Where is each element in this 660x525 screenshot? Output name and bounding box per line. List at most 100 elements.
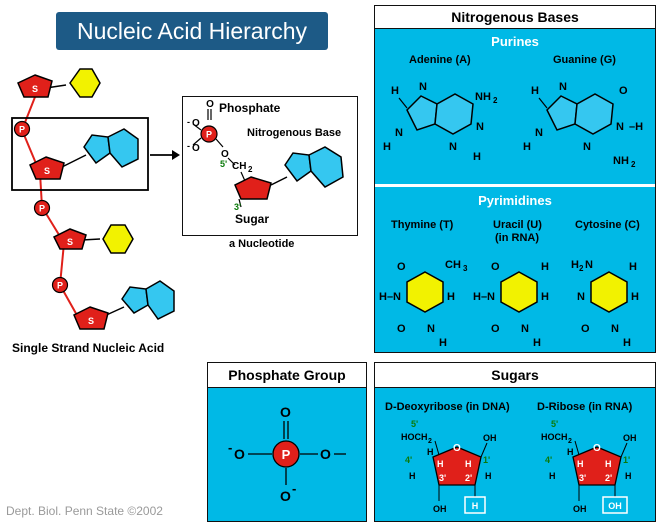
credit-text: Dept. Biol. Penn State ©2002	[6, 504, 163, 518]
single-strand-diagram: S P S P S P S	[11, 68, 175, 330]
svg-text:5': 5'	[220, 159, 227, 169]
svg-text:3': 3'	[439, 473, 446, 483]
svg-text:O: O	[280, 404, 291, 420]
svg-text:5': 5'	[551, 419, 558, 429]
svg-text:N: N	[395, 127, 403, 139]
svg-text:4': 4'	[545, 455, 552, 465]
nucleotide-detail-box: O - O - O O P CH 2 5' 3' Phosphate Nitro…	[182, 96, 358, 236]
svg-text:2: 2	[579, 264, 584, 273]
svg-text:H: H	[549, 471, 556, 481]
thymine-structure: O CH 3 H–N H O N H	[379, 259, 468, 349]
svg-text:N: N	[427, 323, 435, 335]
svg-text:O: O	[221, 149, 229, 160]
svg-text:N: N	[521, 323, 529, 335]
svg-text:-: -	[187, 117, 190, 127]
svg-text:-: -	[228, 440, 232, 455]
thymine-label: Thymine (T)	[391, 219, 454, 231]
svg-text:O: O	[453, 443, 461, 454]
rna-2prime-box	[602, 496, 628, 514]
svg-text:–H: –H	[629, 121, 643, 133]
strand-phosphate-2: P	[33, 199, 51, 217]
svg-text:P: P	[57, 281, 63, 291]
svg-text:O: O	[397, 323, 406, 335]
svg-text:N: N	[419, 81, 427, 93]
svg-text:O: O	[320, 446, 331, 462]
svg-text:H–N: H–N	[473, 291, 495, 303]
strand-nucleotide-2: S	[29, 128, 139, 180]
strand-nucleotide-4: S	[73, 280, 175, 330]
sugars-header: Sugars	[375, 363, 655, 388]
svg-text:H: H	[623, 337, 631, 349]
svg-text:H: H	[571, 259, 579, 271]
svg-text:H–N: H–N	[379, 291, 401, 303]
svg-text:NH: NH	[613, 155, 629, 167]
svg-text:O: O	[192, 143, 200, 154]
svg-text:H: H	[437, 459, 444, 469]
svg-text:O: O	[619, 85, 628, 97]
dna-2prime-box	[464, 496, 486, 514]
page-title: Nucleic Acid Hierarchy	[56, 12, 328, 50]
svg-text:-: -	[292, 481, 296, 496]
svg-text:S: S	[67, 237, 73, 247]
svg-text:N: N	[611, 323, 619, 335]
uracil-note: (in RNA)	[495, 232, 539, 244]
svg-text:H: H	[391, 85, 399, 97]
svg-text:H: H	[447, 291, 455, 303]
purine-hexagon	[107, 128, 139, 168]
svg-text:2': 2'	[465, 473, 472, 483]
strand-caption: Single Strand Nucleic Acid	[12, 341, 165, 355]
deoxyribose-label: D-Deoxyribose (in DNA)	[385, 401, 510, 413]
svg-text:NH: NH	[475, 91, 491, 103]
strand-nucleotide-1: S	[17, 68, 101, 98]
svg-text:CH: CH	[232, 161, 246, 172]
svg-text:S: S	[88, 316, 94, 326]
svg-text:H: H	[485, 471, 492, 481]
pyrimidines-label: Pyrimidines	[478, 193, 552, 208]
nucleotide-caption: a Nucleotide	[229, 238, 295, 250]
svg-text:2: 2	[248, 165, 253, 174]
svg-text:H: H	[473, 151, 481, 163]
svg-text:N: N	[559, 81, 567, 93]
purine-pentagon	[83, 134, 111, 165]
sugar-label: Sugar	[235, 212, 270, 226]
cytosine-label: Cytosine (C)	[575, 219, 640, 231]
svg-text:H: H	[465, 459, 472, 469]
svg-text:-: -	[187, 141, 190, 151]
svg-text:5': 5'	[411, 419, 418, 429]
svg-text:N: N	[535, 127, 543, 139]
svg-text:2': 2'	[605, 473, 612, 483]
svg-text:H: H	[383, 141, 391, 153]
adenine-structure: N H N H NH 2 N N H	[383, 81, 498, 163]
svg-text:H: H	[577, 459, 584, 469]
svg-text:H: H	[625, 471, 632, 481]
svg-text:N: N	[476, 121, 484, 133]
svg-text:OH: OH	[433, 504, 447, 514]
svg-text:H: H	[605, 459, 612, 469]
svg-text:S: S	[44, 166, 50, 176]
svg-text:H: H	[567, 447, 574, 457]
svg-text:O: O	[491, 261, 500, 273]
svg-text:H: H	[427, 447, 434, 457]
svg-text:H: H	[439, 337, 447, 349]
svg-text:1': 1'	[623, 455, 630, 465]
cytosine-structure: H 2 N H N H O N H	[571, 259, 639, 349]
svg-text:P: P	[39, 204, 45, 214]
guanine-label: Guanine (G)	[553, 54, 616, 66]
purine-hexagon	[308, 146, 344, 188]
sugars-panel: Sugars D-Deoxyribose (in DNA) D-Ribose (…	[374, 362, 656, 522]
phosphate-label: Phosphate	[219, 101, 281, 115]
svg-text:H: H	[523, 141, 531, 153]
pyrimidine-hexagon	[69, 68, 101, 98]
svg-text:2: 2	[493, 96, 498, 105]
svg-text:1': 1'	[483, 455, 490, 465]
svg-text:N: N	[585, 259, 593, 271]
svg-text:H: H	[472, 501, 479, 511]
svg-text:OH: OH	[623, 433, 637, 443]
highlighted-nucleotide-box	[11, 117, 149, 191]
svg-text:H: H	[541, 291, 549, 303]
adenine-label: Adenine (A)	[409, 54, 471, 66]
svg-text:H: H	[409, 471, 416, 481]
phosphate-structure: O - O P O O -	[228, 404, 346, 504]
svg-text:3: 3	[463, 264, 468, 273]
uracil-label: Uracil (U)	[493, 219, 542, 231]
